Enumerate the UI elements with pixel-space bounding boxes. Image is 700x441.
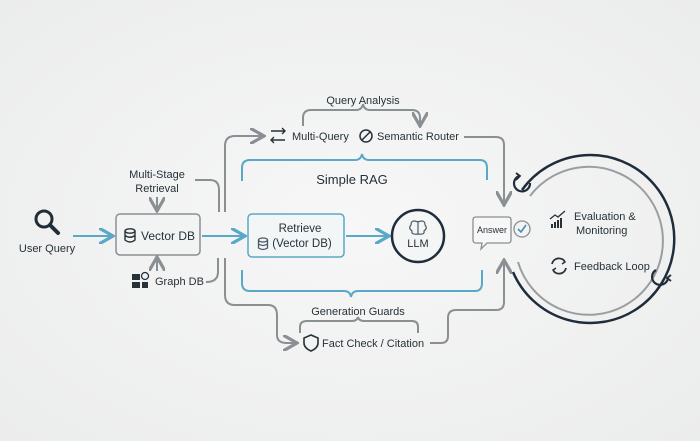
search-icon	[34, 209, 60, 235]
feedback-loop-label: Feedback Loop	[574, 261, 650, 273]
loop-outer-arc	[511, 153, 676, 325]
user-query-label: User Query	[19, 243, 76, 255]
multi-query-label: Multi-Query	[292, 131, 349, 143]
refresh-icon	[512, 172, 532, 193]
semantic-router-label: Semantic Router	[377, 131, 459, 143]
answer-label: Answer	[477, 225, 507, 235]
multi-query-icon	[270, 127, 286, 144]
brain-icon	[409, 220, 427, 235]
graph-db-icon	[132, 271, 150, 288]
check-circle-icon	[513, 220, 531, 238]
llm-node[interactable]	[390, 208, 446, 264]
connector-router-to-answer	[464, 136, 504, 203]
simple-rag-label: Simple RAG	[316, 172, 388, 187]
connector-factcheck-to-answer	[430, 262, 504, 344]
sync-icon	[551, 257, 567, 275]
graph-db-label: Graph DB	[155, 276, 204, 288]
retrieve-label: Retrieve	[279, 223, 322, 235]
fact-check-label: Fact Check / Citation	[322, 338, 424, 350]
answer-bubble[interactable]	[472, 216, 512, 251]
database-icon	[257, 237, 269, 251]
monitoring-label: Monitoring	[576, 225, 627, 237]
connector-to-multiquery	[224, 136, 262, 212]
loop-inner-arc	[517, 165, 664, 316]
generation-guards-label: Generation Guards	[311, 306, 405, 318]
compass-icon	[359, 129, 373, 143]
connector-to-factcheck	[224, 258, 295, 343]
query-analysis-label: Query Analysis	[326, 95, 400, 107]
query-analysis-brace	[302, 103, 420, 126]
retrieval-label: Retrieval	[135, 183, 178, 195]
shield-icon	[303, 334, 319, 352]
evaluation-label: Evaluation &	[574, 211, 636, 223]
llm-label: LLM	[407, 238, 428, 250]
multi-stage-label: Multi-Stage	[129, 169, 185, 181]
retrieve-box[interactable]	[247, 213, 345, 258]
generation-guards-brace	[299, 316, 419, 333]
refresh-icon	[651, 269, 672, 286]
connector-multistage	[195, 179, 220, 212]
simple-rag-bracket	[241, 153, 488, 181]
database-icon	[124, 228, 136, 243]
generation-guards-bracket	[241, 270, 483, 298]
retrieve-sublabel: (Vector DB)	[272, 238, 332, 250]
vector-db-label: Vector DB	[141, 229, 195, 243]
connector-graphdb	[205, 258, 219, 283]
bar-chart-icon	[549, 210, 566, 228]
